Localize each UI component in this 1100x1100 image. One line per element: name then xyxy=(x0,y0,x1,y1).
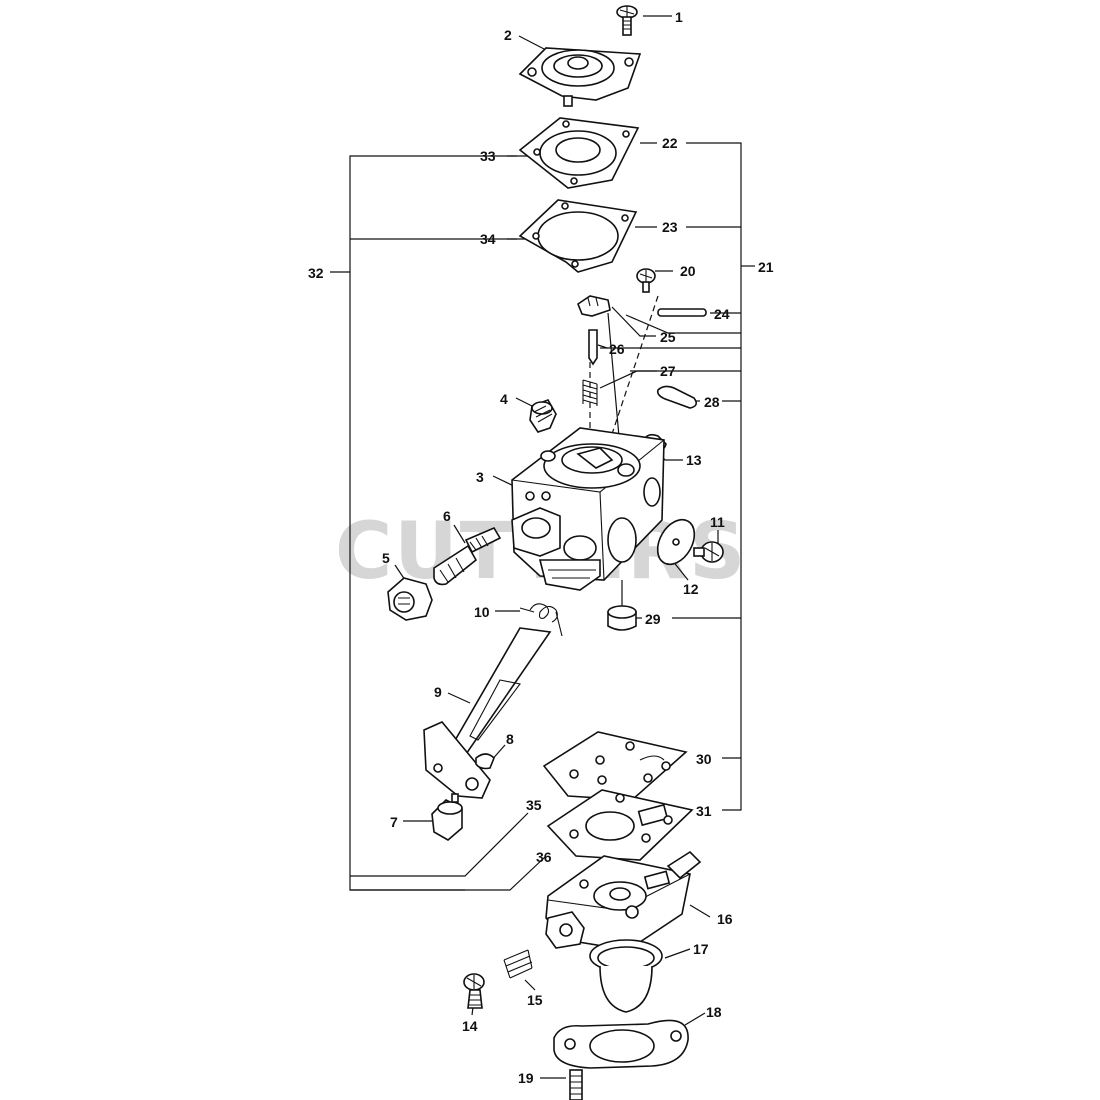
callout-25: 25 xyxy=(660,329,676,345)
part-34-gasket xyxy=(518,199,638,273)
part-26-needle xyxy=(588,329,598,366)
callout-4: 4 xyxy=(500,391,508,407)
callout-1: 1 xyxy=(675,9,683,25)
part-6-needle xyxy=(433,526,502,586)
callout-26: 26 xyxy=(609,341,625,357)
callout-33: 33 xyxy=(480,148,496,164)
part-3-carburetor-body xyxy=(511,427,665,591)
part-29-plug xyxy=(607,605,637,631)
callout-7: 7 xyxy=(390,814,398,830)
callout-14: 14 xyxy=(462,1018,478,1034)
part-5-cap xyxy=(387,577,433,621)
callout-30: 30 xyxy=(696,751,712,767)
callout-labels: 1 2 3 4 5 6 7 8 9 10 11 12 13 14 15 16 1… xyxy=(308,9,774,1086)
part-7-knob xyxy=(431,793,463,841)
part-1-screw xyxy=(616,5,638,36)
callout-28: 28 xyxy=(704,394,720,410)
part-11-screw xyxy=(693,541,724,563)
part-10-spring xyxy=(519,603,563,637)
part-28-pin xyxy=(656,385,698,409)
callout-17: 17 xyxy=(693,941,709,957)
callout-19: 19 xyxy=(518,1070,534,1086)
callout-21: 21 xyxy=(758,259,774,275)
callout-13: 13 xyxy=(686,452,702,468)
callout-16: 16 xyxy=(717,911,733,927)
callout-35: 35 xyxy=(526,797,542,813)
callout-12: 12 xyxy=(683,581,699,597)
callout-32: 32 xyxy=(308,265,324,281)
callout-15: 15 xyxy=(527,992,543,1008)
callout-23: 23 xyxy=(662,219,678,235)
callout-5: 5 xyxy=(382,550,390,566)
part-19-stud xyxy=(569,1069,583,1100)
callout-2: 2 xyxy=(504,27,512,43)
part-24-pin xyxy=(657,308,707,317)
callout-10: 10 xyxy=(474,604,490,620)
callout-27: 27 xyxy=(660,363,676,379)
part-27-spring xyxy=(582,379,598,406)
part-33-diaphragm xyxy=(518,117,640,189)
callout-18: 18 xyxy=(706,1004,722,1020)
part-8-clip xyxy=(475,753,495,770)
part-18-flange xyxy=(553,1019,689,1069)
part-15-spring xyxy=(503,949,533,979)
part-12-plate xyxy=(656,518,696,566)
part-9-shaft xyxy=(423,627,552,799)
callout-3: 3 xyxy=(476,469,484,485)
callout-6: 6 xyxy=(443,508,451,524)
part-16-pump-body xyxy=(545,850,702,951)
callout-11: 11 xyxy=(710,514,725,530)
part-20-screw xyxy=(636,268,656,293)
part-2-cover xyxy=(518,47,642,107)
part-31-diaphragm xyxy=(546,789,694,861)
bracket-32 xyxy=(330,155,546,891)
callout-34: 34 xyxy=(480,231,496,247)
callout-9: 9 xyxy=(434,684,442,700)
callout-20: 20 xyxy=(680,263,696,279)
part-30-gasket xyxy=(542,731,688,801)
part-17-primer-bulb xyxy=(589,939,663,1013)
part-14-screw xyxy=(463,973,485,1009)
callout-22: 22 xyxy=(662,135,678,151)
part-25-lever xyxy=(577,295,611,317)
callout-29: 29 xyxy=(645,611,661,627)
callout-36: 36 xyxy=(536,849,552,865)
callout-24: 24 xyxy=(714,306,730,322)
callout-8: 8 xyxy=(506,731,514,747)
callout-31: 31 xyxy=(696,803,712,819)
part-4-cap xyxy=(529,399,557,433)
